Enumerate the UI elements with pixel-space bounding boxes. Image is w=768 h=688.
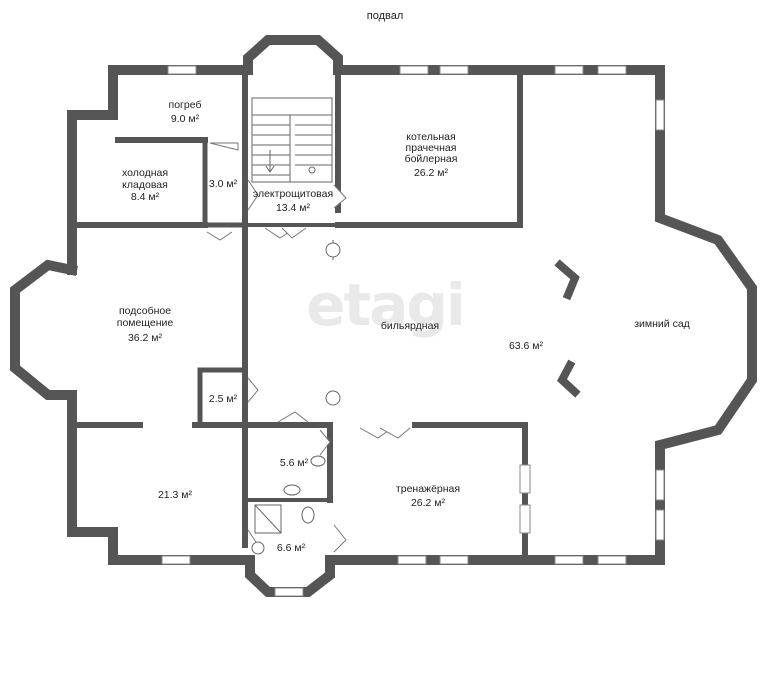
room-kotelnaya-line2: прачечная xyxy=(406,142,457,154)
room-wc56-area: 5.6 м² xyxy=(280,457,309,469)
room-trenazhernaya-area: 26.2 м² xyxy=(411,497,446,509)
toilet-icon xyxy=(310,455,326,467)
room-213-area: 21.3 м² xyxy=(158,489,193,501)
room-kotelnaya-line3: бойлерная xyxy=(405,153,458,165)
room-small30-area: 3.0 м² xyxy=(209,178,238,190)
room-bilyardnaya-name: бильярдная xyxy=(381,320,439,332)
room-holodnaya-line1: холодная xyxy=(122,167,168,179)
sink-icon xyxy=(283,484,301,496)
watermark-logo: etagi xyxy=(306,271,464,339)
room-podsobnoe-line2: помещение xyxy=(117,317,174,329)
room-bath66-area: 6.6 м² xyxy=(277,542,306,554)
toilet-icon xyxy=(301,506,315,524)
room-podsobnoe-line1: подсобное xyxy=(119,305,171,317)
room-pogreb-name: погреб xyxy=(169,99,202,111)
room-trenazhernaya-name: тренажёрная xyxy=(396,483,460,495)
windows xyxy=(161,65,665,597)
room-bilyardnaya-area: 63.6 м² xyxy=(509,340,544,352)
doors xyxy=(206,142,411,553)
plan-title: подвал xyxy=(367,10,404,22)
fixtures xyxy=(251,240,341,555)
room-podsobnoe-area: 36.2 м² xyxy=(128,332,163,344)
room-elektro-area: 13.4 м² xyxy=(276,202,311,214)
room-kotelnaya-area: 26.2 м² xyxy=(414,167,449,179)
floor-drain-icon xyxy=(325,242,341,258)
room-small25-area: 2.5 м² xyxy=(209,393,238,405)
room-elektro-name: электрощитовая xyxy=(253,188,333,200)
room-zimniy-sad-name: зимний сад xyxy=(634,318,690,330)
room-holodnaya-area: 8.4 м² xyxy=(131,191,160,203)
room-labels: погреб 9.0 м² холодная кладовая 8.4 м² 3… xyxy=(117,99,690,554)
room-holodnaya-line2: кладовая xyxy=(122,179,168,191)
room-pogreb-area: 9.0 м² xyxy=(171,113,200,125)
staircase xyxy=(251,97,333,183)
sink-icon xyxy=(251,541,265,555)
floor-drain-icon xyxy=(325,390,341,406)
room-kotelnaya-line1: котельная xyxy=(406,131,455,143)
